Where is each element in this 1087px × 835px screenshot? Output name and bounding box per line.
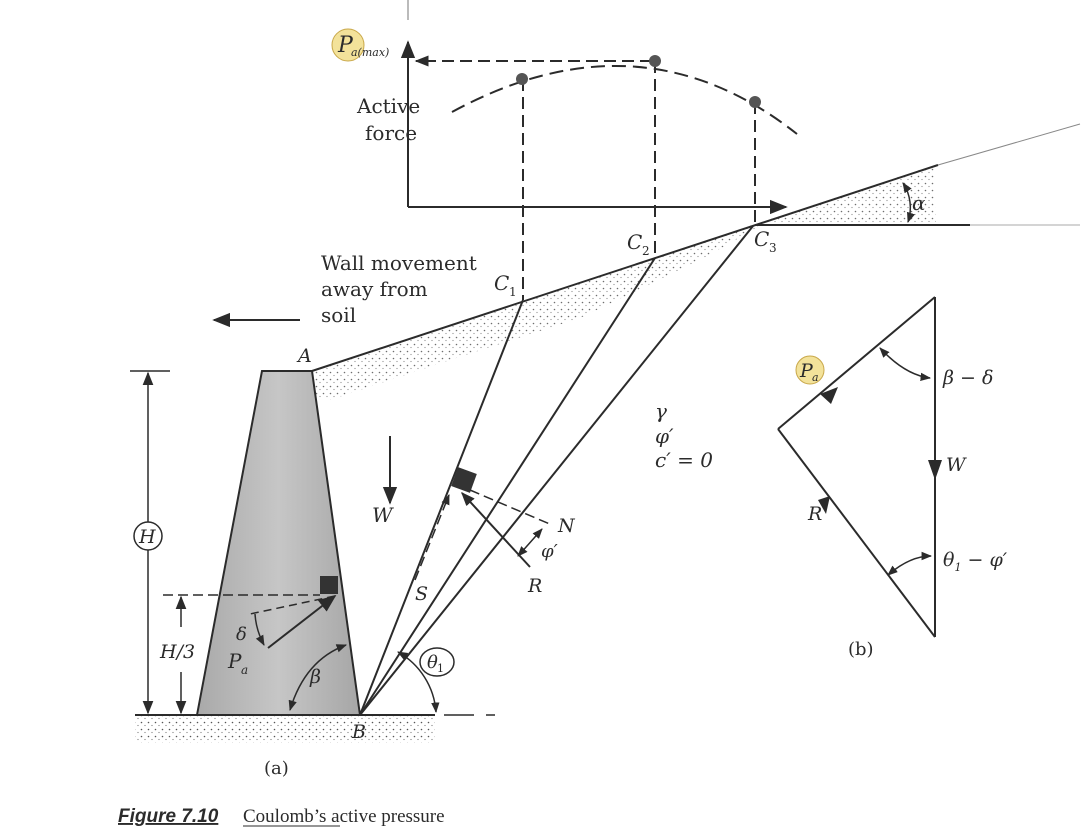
part-a-label: (a)	[264, 758, 289, 779]
theta1-circle	[419, 647, 455, 677]
theta1-minus-phi-arc	[887, 551, 933, 576]
pa-direction-arrowhead	[820, 387, 838, 404]
pa-max-highlight	[331, 28, 365, 62]
height-dimensions: H H/3	[130, 370, 320, 715]
beta-minus-delta-label: β − δ	[942, 367, 993, 389]
wall-normal-dashed	[249, 595, 336, 615]
r-direction-arrowhead	[818, 496, 830, 514]
retaining-wall	[195, 370, 362, 716]
polygon-w-label: W	[946, 454, 967, 476]
theta1-arc	[397, 651, 440, 714]
backfill-slope-line	[311, 164, 939, 372]
point-c2-label: C	[627, 230, 642, 254]
active-force-curve	[451, 64, 798, 135]
delta-label: δ	[236, 624, 247, 645]
polygon-r-side	[777, 428, 936, 638]
height-label: H	[138, 526, 156, 548]
w-direction-arrowhead	[928, 460, 942, 480]
wall-back-element	[320, 576, 338, 594]
pa-max-label: P	[337, 33, 354, 58]
force-polygon: P a β − δ W R θ1 − φ′ (b)	[777, 296, 1008, 660]
theta1-minus-phi-label: θ1 − φ′	[943, 549, 1008, 574]
pa-force-arrow	[267, 594, 337, 649]
wall-movement: Wall movement away from soil	[212, 251, 477, 328]
slip-s-label: S	[415, 583, 428, 605]
height-third-label: H/3	[159, 641, 195, 663]
active-force-label-line1: Active	[356, 94, 420, 118]
polygon-pa-side	[777, 296, 936, 430]
theta1-subscript: 1	[437, 662, 444, 675]
figure-caption: Figure 7.10 Coulomb’s active pressure	[118, 806, 445, 827]
phi-angle-arc	[517, 528, 543, 557]
trial-point-c1	[516, 73, 528, 85]
wall-movement-line1: Wall movement	[321, 251, 477, 275]
failure-plane-c1	[359, 299, 524, 716]
polygon-pa-subscript: a	[812, 371, 819, 384]
point-c3-subscript: 3	[769, 241, 777, 255]
failure-planes	[359, 225, 754, 716]
weight-label: W	[372, 503, 394, 527]
figure-number: Figure 7.10	[118, 806, 219, 827]
soil-cohesion: c′ = 0	[655, 448, 713, 472]
point-b-label: B	[351, 721, 366, 743]
failure-plane-c3	[359, 225, 754, 716]
part-b-label: (b)	[848, 639, 874, 660]
active-force-label-line2: force	[365, 121, 417, 145]
active-force-graph: P a(max) Active force C 1 C 2 C 3	[331, 0, 798, 300]
point-a-label: A	[296, 345, 312, 367]
point-c1-label: C	[494, 271, 509, 295]
slip-s-arrow	[414, 494, 450, 581]
beta-angle-arc	[288, 644, 347, 712]
wall-movement-line2: away from	[321, 277, 428, 301]
wall-pa-label: P	[227, 649, 242, 673]
failure-plane-c2	[359, 257, 656, 716]
alpha-angle: α	[902, 182, 926, 223]
theta1-angle: θ 1	[360, 647, 495, 716]
slip-plane-element: S N φ′ R	[414, 467, 576, 605]
wall-movement-line3: soil	[321, 303, 356, 327]
backfill-soil-texture	[312, 165, 936, 400]
normal-label: N	[557, 515, 576, 537]
point-c3-label: C	[754, 227, 769, 251]
ground-soil-texture	[135, 715, 435, 743]
trial-point-c2	[649, 55, 661, 67]
wall-forces: δ P a β	[227, 594, 347, 712]
slip-element	[451, 467, 477, 493]
polygon-pa-highlight	[795, 355, 825, 385]
trial-point-c3	[749, 96, 761, 108]
weight-arrow-group: W	[372, 436, 398, 527]
point-c2-subscript: 2	[642, 244, 650, 258]
point-c1-subscript: 1	[509, 285, 517, 299]
resultant-label: R	[527, 575, 542, 597]
figure-title: Coulomb’s active pressure	[243, 806, 445, 827]
wall-body	[195, 370, 362, 716]
polygon-pa-label: P	[799, 360, 814, 382]
theta1-label: θ	[427, 652, 438, 673]
alpha-label: α	[912, 191, 926, 215]
delta-angle-arc	[254, 613, 265, 646]
height-label-circle	[133, 521, 163, 551]
soil-unit-weight: γ	[655, 399, 667, 423]
soil-properties: γ φ′ c′ = 0	[655, 399, 713, 472]
backfill-soil	[135, 123, 1081, 743]
polygon-r-label: R	[807, 503, 822, 525]
wall-pa-subscript: a	[241, 663, 248, 677]
normal-dashed-line	[469, 489, 553, 526]
pa-max-subscript: a(max)	[351, 46, 389, 59]
phi-label: φ′	[541, 541, 558, 562]
beta-label: β	[309, 666, 321, 688]
soil-friction-angle: φ′	[655, 424, 674, 448]
backfill-slope-extension	[937, 123, 1081, 166]
beta-minus-delta-arc	[879, 347, 932, 382]
